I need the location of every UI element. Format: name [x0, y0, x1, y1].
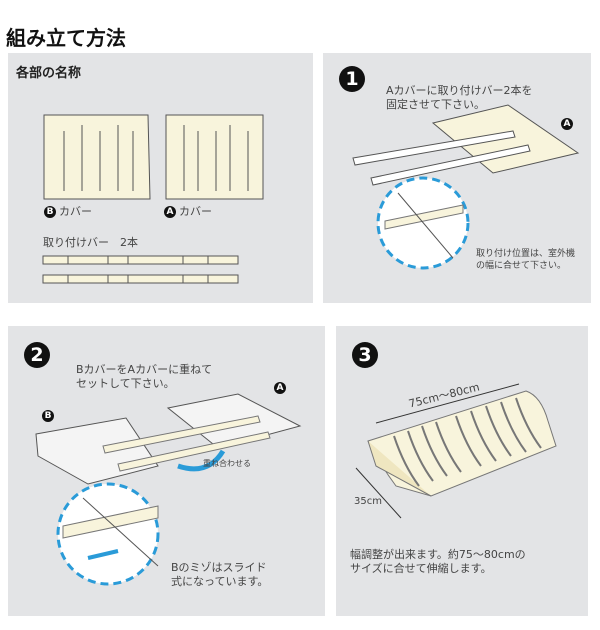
parts-heading: 各部の名称 [16, 66, 82, 81]
step3-number: 3 [352, 342, 378, 368]
width-arrow-icon [375, 383, 520, 424]
depth-arrow-icon [355, 467, 402, 519]
detail-circle [56, 482, 160, 586]
bar-label: 取り付けバー 2本 [43, 236, 138, 249]
step1-number: 1 [339, 66, 365, 92]
parts-illustration [42, 114, 264, 284]
page-title: 組み立て方法 [6, 26, 126, 50]
step1-note: 取り付け位置は、室外機の幅に合せて下さい。 [476, 249, 576, 271]
step2-panel: 2 BカバーをAカバーに重ねてセットして下さい。 A B 重ね合わせる Bのミゾ… [8, 326, 325, 616]
step1-illustration [352, 104, 580, 270]
step2-illustration [35, 393, 302, 586]
bar-image-2 [42, 274, 239, 284]
overlap-label: 重ね合わせる [203, 459, 251, 468]
overlap-arrow-icon [177, 449, 226, 472]
step1-instruction: Aカバーに取り付けバー2本を固定させて下さい。 [386, 84, 533, 111]
step2-number: 2 [24, 342, 50, 368]
depth-label: 35cm [354, 496, 382, 507]
step2-instruction: BカバーをAカバーに重ねてセットして下さい。 [76, 363, 213, 390]
cover-a-marker: A [561, 117, 576, 131]
cover-a-marker: A [274, 381, 289, 395]
step3-panel: 3 75cm〜80cm 35cm 幅調整が出来ます。約75〜80cmのサイズに合… [336, 326, 588, 616]
cover-b-image [43, 114, 151, 200]
step1-panel: 1 Aカバーに取り付けバー2本を固定させて下さい。 A 取り付け位置は、室外機の… [323, 53, 591, 303]
cover-a-image [165, 114, 264, 200]
step3-instruction: 幅調整が出来ます。約75〜80cmのサイズに合せて伸縮します。 [350, 548, 526, 575]
step3-illustration [355, 383, 557, 519]
cover-b-marker: B [42, 409, 57, 423]
bar-image-1 [42, 255, 239, 265]
slide-arrow-icon [87, 549, 119, 560]
step2-note: Bのミゾはスライド式になっています。 [171, 561, 269, 588]
